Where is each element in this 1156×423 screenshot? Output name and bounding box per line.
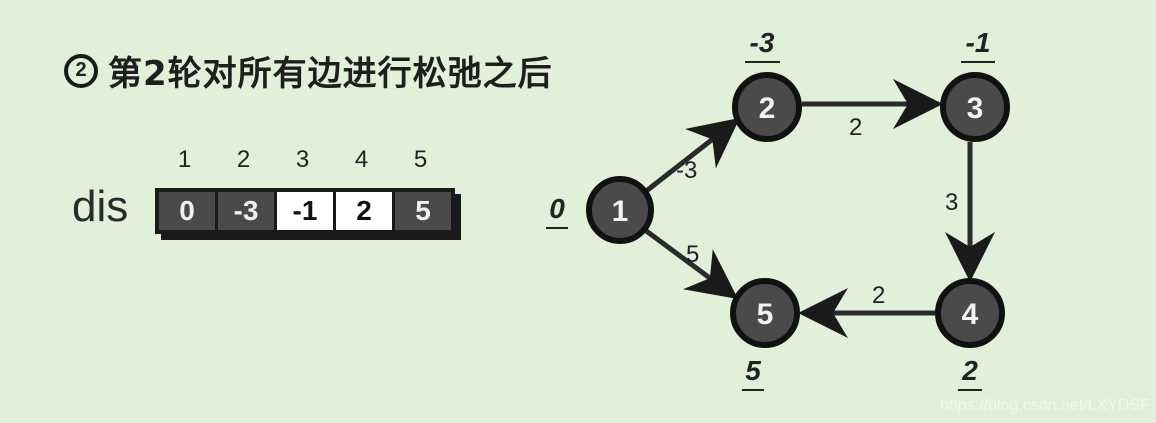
array-cell: 5	[395, 192, 451, 230]
array-cell: 0	[159, 192, 215, 230]
edge-weight: 3	[945, 189, 958, 216]
svg-text:3: 3	[967, 92, 984, 125]
node-distance-label: -1	[966, 27, 991, 58]
edge-weight: 2	[872, 282, 885, 309]
node-distance-label: -3	[750, 27, 775, 58]
array-index-row: 1 2 3 4 5	[155, 146, 450, 174]
edge-weight: -3	[676, 157, 697, 184]
graph-node-2: 2	[732, 72, 802, 142]
svg-text:4: 4	[962, 298, 979, 331]
graph-node-5: 5	[730, 278, 800, 348]
edge-weight: 5	[686, 241, 699, 268]
array-index: 3	[295, 146, 310, 173]
edge-1-2	[643, 117, 740, 194]
array-index: 1	[177, 146, 192, 173]
array-cell: 2	[336, 192, 392, 230]
svg-text:1: 1	[612, 195, 629, 228]
svg-text:5: 5	[757, 298, 774, 331]
section-title: 2 第2轮对所有边进行松弛之后	[64, 46, 553, 95]
array-cell: -1	[277, 192, 333, 230]
svg-text:2: 2	[759, 92, 776, 125]
array-index: 2	[236, 146, 251, 173]
node-distance-label: 5	[745, 355, 761, 386]
graph-node-3: 3	[940, 72, 1010, 142]
graph-node-1: 1	[586, 176, 654, 244]
node-distance-label: 0	[549, 193, 565, 224]
watermark: https://blog.csdn.net/LXYDSF	[940, 397, 1150, 414]
dis-array: 0 -3 -1 2 5	[155, 188, 455, 234]
edge-1-5	[643, 227, 739, 299]
edge-weight: 2	[849, 114, 862, 141]
graph-node-4: 4	[935, 278, 1005, 348]
title-text: 第2轮对所有边进行松弛之后	[108, 54, 553, 94]
array-cell: -3	[218, 192, 274, 230]
array-index: 5	[413, 146, 428, 173]
node-distance-label: 2	[961, 355, 978, 386]
step-number-badge: 2	[64, 53, 98, 88]
array-index: 4	[354, 146, 369, 173]
dis-array-label: dis	[72, 182, 129, 231]
